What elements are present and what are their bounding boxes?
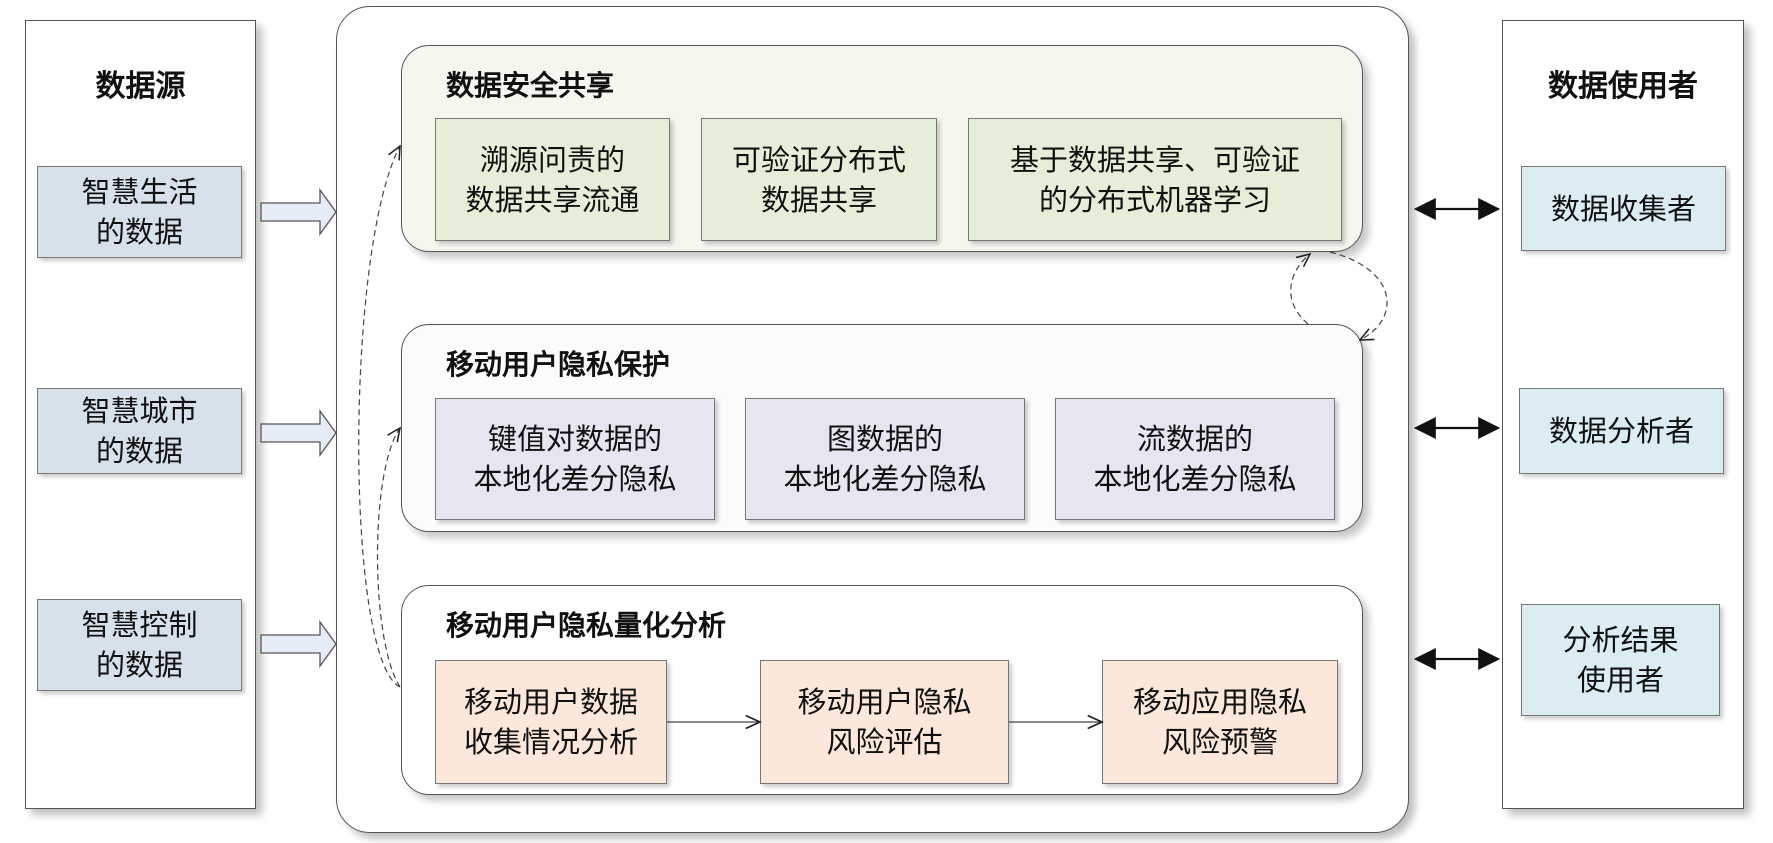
data-source-title: 数据源 [95, 69, 186, 104]
block-arrows [260, 188, 337, 668]
section-title: 数据安全共享 [446, 69, 615, 102]
risk-assessment-box: 移动用户隐私 风险评估 [760, 660, 1009, 784]
risk-warning-box: 移动应用隐私 风险预警 [1102, 660, 1338, 784]
traceable-sharing-box: 溯源问责的 数据共享流通 [435, 118, 670, 241]
dashed-flows [358, 146, 1388, 688]
data-collector-box: 数据收集者 [1521, 166, 1726, 251]
section-title: 移动用户隐私保护 [446, 348, 671, 381]
graph-ldp-box: 图数据的 本地化差分隐私 [745, 398, 1025, 520]
collection-analysis-box: 移动用户数据 收集情况分析 [435, 660, 667, 784]
section-title: 移动用户隐私量化分析 [446, 609, 727, 642]
source-smart-control: 智慧控制 的数据 [37, 599, 242, 691]
data-user-title: 数据使用者 [1548, 69, 1698, 104]
kv-ldp-box: 键值对数据的 本地化差分隐私 [435, 398, 715, 520]
source-smart-life: 智慧生活 的数据 [37, 166, 242, 258]
result-user-box: 分析结果 使用者 [1521, 604, 1720, 716]
double-arrows [1413, 198, 1501, 670]
data-analyst-box: 数据分析者 [1519, 388, 1724, 474]
source-arrow-icon [260, 409, 337, 457]
distributed-ml-box: 基于数据共享、可验证 的分布式机器学习 [968, 118, 1342, 241]
stream-ldp-box: 流数据的 本地化差分隐私 [1055, 398, 1335, 520]
source-arrow-icon [260, 188, 337, 236]
source-smart-city: 智慧城市 的数据 [37, 388, 242, 474]
source-arrow-icon [260, 620, 337, 668]
verifiable-sharing-box: 可验证分布式 数据共享 [701, 118, 937, 241]
